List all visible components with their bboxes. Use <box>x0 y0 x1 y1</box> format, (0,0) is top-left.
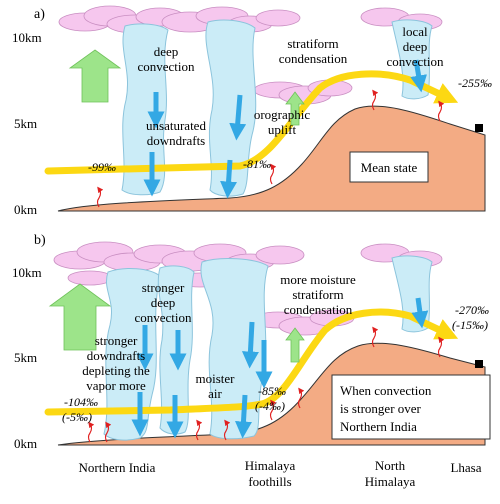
panel-b: b) 10km 5km 0km <box>12 233 491 451</box>
panel-b-value-middle: -85‰ <box>258 384 286 398</box>
panel-b-green-arrows <box>48 283 305 363</box>
panel-b-value-left-delta: (-5‰) <box>62 410 92 424</box>
panel-a-ytick-5km: 5km <box>14 116 37 131</box>
location-northern-india: Northern India <box>79 460 156 475</box>
panel-a-value-left: -99‰ <box>88 160 116 174</box>
location-lhasa: Lhasa <box>450 460 481 475</box>
panel-a-convective-columns <box>121 19 433 197</box>
panel-a-evaporation-arrows <box>96 89 445 208</box>
panel-a-vapor-trajectory <box>44 70 459 175</box>
panel-b-label: b) <box>34 233 46 248</box>
panel-a-lhasa-marker <box>475 124 483 132</box>
panel-b-value-right-delta: (-15‰) <box>452 318 488 332</box>
panel-a-ytick-0km: 0km <box>14 202 37 217</box>
panel-a-terrain <box>57 105 486 212</box>
panel-a-green-arrows <box>68 49 305 126</box>
panel-b-lhasa-marker <box>475 360 483 368</box>
panel-b-ytick-0km: 0km <box>14 436 37 451</box>
panel-b-downdraft-arrows <box>131 297 429 439</box>
panel-a-ytick-10km: 10km <box>12 30 42 45</box>
panel-a-value-right: -255‰ <box>458 76 492 90</box>
panel-a: a) 10km 5km 0km <box>12 5 492 217</box>
panel-b-vapor-trajectory <box>44 308 459 416</box>
panel-a-state-box <box>349 151 429 183</box>
panel-a-downdraft-arrows <box>143 59 427 199</box>
panel-a-state-box-text: Mean state <box>361 160 418 175</box>
panel-b-value-left: -104‰ <box>64 395 98 409</box>
panel-b-ytick-5km: 5km <box>14 350 37 365</box>
panel-a-label: a) <box>34 7 45 22</box>
panel-b-value-right: -270‰ <box>455 303 489 317</box>
panel-b-evaporation-arrows <box>87 326 445 443</box>
panel-b-value-middle-delta: (-4‰) <box>255 399 285 413</box>
panel-a-value-middle: -81‰ <box>243 157 271 171</box>
panel-b-state-box <box>331 374 491 440</box>
panel-b-ytick-10km: 10km <box>12 265 42 280</box>
